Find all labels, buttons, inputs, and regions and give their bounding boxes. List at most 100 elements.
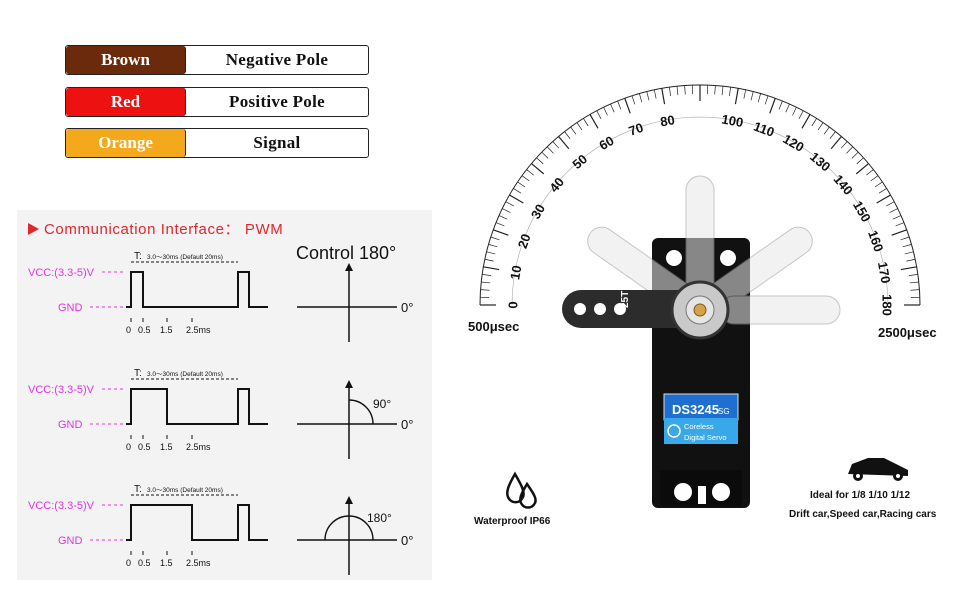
protractor-tick bbox=[866, 169, 874, 176]
zero-degree-label: 0° bbox=[401, 533, 413, 548]
protractor-tick bbox=[482, 274, 492, 276]
wire-color-swatch: Red bbox=[66, 88, 186, 116]
protractor-label: 80 bbox=[659, 112, 676, 129]
protractor-tick bbox=[830, 136, 842, 150]
protractor-tick bbox=[798, 110, 804, 119]
protractor-tick bbox=[480, 289, 490, 291]
pwm-panel bbox=[17, 210, 432, 580]
protractor-tick bbox=[878, 188, 887, 194]
vcc-label: VCC:(3.3-5)V bbox=[28, 384, 95, 396]
protractor-tick bbox=[750, 91, 754, 101]
water-drop-icon bbox=[506, 471, 537, 509]
protractor-label: 110 bbox=[752, 119, 777, 140]
waveform-rows: VCC:(3.3-5)V GND T: 3.0～30ms (Default 20ms)… bbox=[28, 251, 413, 575]
protractor-tick bbox=[505, 201, 514, 207]
period-label: T: bbox=[134, 368, 142, 379]
tick-label: 0 bbox=[126, 325, 131, 335]
wire-function-label: Signal bbox=[253, 133, 301, 152]
tick-label: 0.5 bbox=[138, 442, 151, 452]
protractor-tick bbox=[684, 85, 686, 95]
protractor-tick bbox=[498, 215, 508, 220]
tick-label: 0 bbox=[126, 442, 131, 452]
protractor-tick bbox=[509, 194, 524, 204]
period-note: 3.0～30ms (Default 20ms) bbox=[147, 371, 223, 378]
gnd-label: GND bbox=[58, 535, 83, 547]
protractor-tick bbox=[855, 163, 869, 175]
max-pulse-label: 2500μsec bbox=[878, 325, 937, 340]
protractor-label: 0 bbox=[505, 301, 520, 308]
wire-row-orange: Orange Signal bbox=[65, 128, 369, 158]
wire-row-red: Red Positive Pole bbox=[65, 87, 369, 117]
protractor-label: 120 bbox=[780, 131, 806, 155]
pwm-waveform bbox=[126, 504, 268, 541]
race-car-icon bbox=[848, 458, 908, 481]
arrow-up-icon bbox=[345, 380, 353, 388]
servo-horns bbox=[562, 175, 841, 340]
protractor-tick bbox=[895, 222, 905, 227]
protractor-tick bbox=[811, 118, 817, 127]
protractor-tick bbox=[653, 89, 657, 99]
waveform-row: VCC:(3.3-5)V GND T: 3.0～30ms (Default 20ms)… bbox=[28, 368, 413, 459]
protractor-label: 160 bbox=[865, 228, 887, 254]
protractor-tick bbox=[892, 215, 902, 220]
protractor-tick bbox=[531, 163, 545, 175]
tick-label: 0 bbox=[126, 558, 131, 568]
protractor-tick bbox=[481, 281, 491, 284]
protractor-tick bbox=[778, 100, 783, 110]
protractor-tick bbox=[792, 107, 797, 116]
tick-label: 2.5ms bbox=[186, 442, 211, 452]
protractor-tick bbox=[546, 146, 554, 154]
protractor-tick bbox=[646, 91, 650, 101]
protractor-tick bbox=[757, 93, 761, 103]
protractor-tick bbox=[676, 86, 679, 96]
arrow-up-icon bbox=[345, 496, 353, 504]
protractor-tick bbox=[729, 87, 731, 97]
protractor-tick bbox=[570, 126, 577, 135]
protractor-tick bbox=[909, 281, 919, 284]
protractor-tick bbox=[486, 251, 496, 255]
protractor-tick bbox=[743, 89, 747, 99]
protractor-tick bbox=[610, 103, 615, 113]
protractor-tick bbox=[734, 88, 739, 105]
period-label: T: bbox=[134, 251, 142, 262]
protractor-tick bbox=[902, 244, 912, 248]
protractor-tick bbox=[840, 141, 848, 149]
protractor-tick bbox=[856, 157, 864, 165]
protractor-tick bbox=[521, 175, 530, 182]
arrow-up-icon bbox=[345, 263, 353, 271]
protractor-arc bbox=[479, 84, 921, 306]
pwm-title-text: Communication Interface： PWM bbox=[44, 221, 284, 238]
protractor-tick bbox=[536, 157, 544, 165]
protractor-label: 100 bbox=[720, 112, 744, 131]
protractor-label: 180 bbox=[880, 294, 895, 316]
protractor-tick bbox=[661, 88, 666, 105]
protractor-tick bbox=[552, 141, 560, 149]
horn-label: 25T bbox=[620, 291, 631, 308]
protractor-tick bbox=[764, 95, 769, 105]
protractor-tick bbox=[876, 194, 891, 204]
protractor-tick bbox=[910, 289, 920, 291]
protractor-tick bbox=[596, 110, 602, 119]
tick-label: 0.5 bbox=[138, 325, 151, 335]
protractor-tick bbox=[900, 236, 910, 241]
tick-label: 1.5 bbox=[160, 325, 173, 335]
wire-row-brown: Brown Negative Pole bbox=[65, 45, 369, 75]
protractor-tick bbox=[908, 274, 918, 276]
vcc-label: VCC:(3.3-5)V bbox=[28, 267, 95, 279]
gnd-label: GND bbox=[58, 419, 83, 431]
period-note: 3.0～30ms (Default 20ms) bbox=[147, 487, 223, 494]
protractor-label: 170 bbox=[875, 261, 894, 285]
protractor-tick bbox=[589, 114, 599, 129]
protractor-tick bbox=[624, 98, 631, 114]
servo-model: DS3245 bbox=[672, 402, 719, 417]
protractor-tick bbox=[490, 236, 500, 241]
protractor-tick bbox=[874, 181, 883, 188]
pwm-title: Communication Interface： PWM bbox=[28, 218, 283, 239]
waterproof-label: Waterproof IP66 bbox=[474, 516, 551, 527]
tick-label: 2.5ms bbox=[186, 558, 211, 568]
pwm-waveform bbox=[126, 388, 268, 425]
protractor-tick bbox=[891, 229, 907, 236]
